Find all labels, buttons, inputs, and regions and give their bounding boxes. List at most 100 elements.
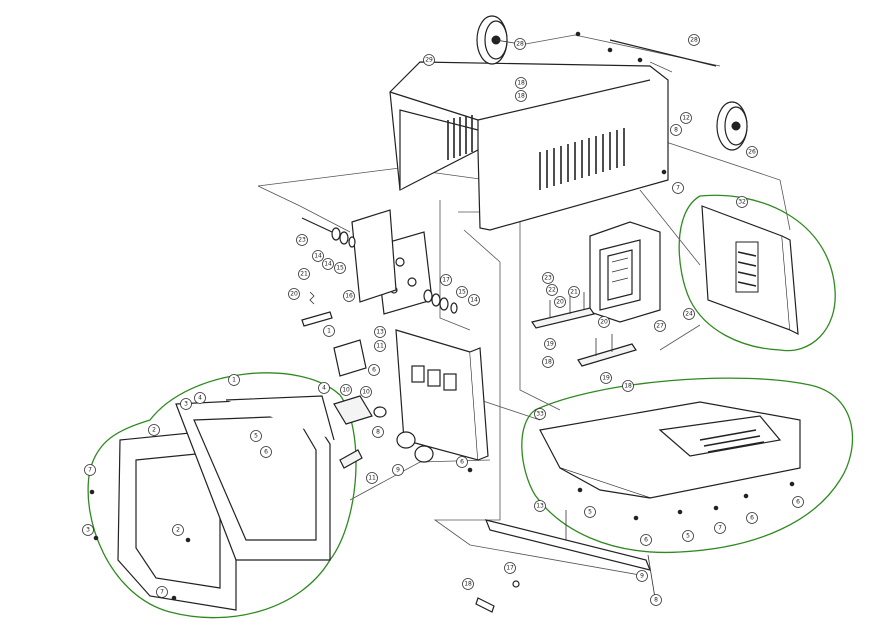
svg-text:18: 18	[464, 581, 472, 588]
callout-balloon: 9	[636, 570, 648, 582]
callout-balloon: 17	[440, 274, 452, 286]
svg-text:8: 8	[654, 597, 658, 604]
svg-text:28: 28	[690, 37, 698, 44]
front-frame-assembly	[117, 395, 335, 611]
callout-balloon: 18	[515, 77, 527, 89]
bracket-plate	[333, 339, 367, 377]
callout-balloon: 20	[598, 316, 610, 328]
callout-balloon: 8	[670, 124, 682, 136]
svg-text:18: 18	[624, 383, 632, 390]
svg-text:7: 7	[88, 467, 92, 474]
svg-text:10: 10	[342, 387, 350, 394]
svg-text:9: 9	[640, 573, 644, 580]
rectifier-bridge-lower	[577, 334, 637, 367]
callout-balloon: 18	[622, 380, 634, 392]
rectifier-bridge-upper	[531, 292, 595, 329]
callout-balloon: 13	[534, 500, 546, 512]
transformer	[589, 221, 661, 323]
svg-text:18: 18	[544, 359, 552, 366]
callout-balloon: 22	[546, 284, 558, 296]
small-box	[333, 395, 373, 425]
svg-text:6: 6	[796, 499, 800, 506]
callout-balloon: 9	[392, 464, 404, 476]
callout-balloon: 19	[600, 372, 612, 384]
svg-text:2: 2	[152, 427, 156, 434]
svg-text:17: 17	[506, 565, 514, 572]
svg-text:18: 18	[517, 80, 525, 87]
back-panel-grille	[735, 241, 759, 293]
svg-text:20: 20	[600, 319, 608, 326]
svg-text:23: 23	[298, 237, 306, 244]
callout-balloon: 21	[568, 286, 580, 298]
svg-text:15: 15	[458, 289, 466, 296]
svg-text:27: 27	[656, 323, 664, 330]
callout-balloon: 15	[456, 286, 468, 298]
svg-text:4: 4	[322, 385, 326, 392]
control-panel	[395, 329, 489, 461]
callout-balloon: 7	[714, 522, 726, 534]
axle-rod	[609, 39, 717, 67]
svg-text:6: 6	[460, 459, 464, 466]
callout-balloon: 15	[334, 262, 346, 274]
svg-text:12: 12	[682, 115, 690, 122]
svg-text:7: 7	[718, 525, 722, 532]
callout-balloon: 5	[682, 530, 694, 542]
callout-balloon: 29	[423, 54, 435, 66]
svg-text:28: 28	[516, 41, 524, 48]
svg-text:13: 13	[376, 329, 384, 336]
callout-balloon: 1	[228, 374, 240, 386]
callout-balloon: 6	[640, 534, 652, 546]
svg-text:11: 11	[368, 475, 376, 482]
svg-text:29: 29	[425, 57, 433, 64]
svg-text:24: 24	[685, 311, 693, 318]
svg-text:14: 14	[314, 253, 322, 260]
spring-clip	[301, 291, 333, 327]
callout-balloon: 18	[462, 578, 474, 590]
svg-text:6: 6	[264, 449, 268, 456]
callout-balloon: 14	[322, 258, 334, 270]
svg-text:5: 5	[686, 533, 690, 540]
svg-text:26: 26	[748, 149, 756, 156]
back-panel	[701, 205, 799, 336]
base-tray	[539, 401, 801, 499]
svg-text:8: 8	[674, 127, 678, 134]
callout-balloon: 10	[340, 384, 352, 396]
highlight-loop-base	[521, 377, 854, 554]
callout-balloon: 7	[84, 464, 96, 476]
callout-balloon: 6	[368, 364, 380, 376]
callout-balloon: 23	[296, 234, 308, 246]
svg-text:10: 10	[362, 389, 370, 396]
callout-balloon: 4	[318, 382, 330, 394]
svg-text:9: 9	[396, 467, 400, 474]
svg-text:7: 7	[160, 589, 164, 596]
svg-text:7: 7	[676, 185, 680, 192]
callout-balloon: 6	[260, 446, 272, 458]
wheel-right	[716, 101, 748, 151]
callout-balloon: 21	[298, 268, 310, 280]
svg-text:11: 11	[376, 343, 384, 350]
callout-balloon: 20	[288, 288, 300, 300]
callout-balloon: 4	[194, 392, 206, 404]
svg-text:19: 19	[602, 375, 610, 382]
callout-balloon: 14	[468, 294, 480, 306]
cable-plug	[339, 449, 363, 469]
svg-text:2: 2	[176, 527, 180, 534]
callout-balloon: 24	[683, 308, 695, 320]
callout-balloon: 26	[746, 146, 758, 158]
svg-text:21: 21	[570, 289, 578, 296]
callout-balloon: 33	[534, 408, 546, 420]
svg-text:33: 33	[536, 411, 544, 418]
callout-balloon: 32	[736, 196, 748, 208]
callout-balloon: 5	[250, 430, 262, 442]
callout-balloon: 18	[515, 90, 527, 102]
svg-text:16: 16	[345, 293, 353, 300]
callout-balloon: 19	[544, 338, 556, 350]
callout-balloon: 13	[374, 326, 386, 338]
svg-text:4: 4	[198, 395, 202, 402]
svg-text:14: 14	[470, 297, 478, 304]
callout-balloon: 16	[343, 290, 355, 302]
callout-balloon: 7	[156, 586, 168, 598]
svg-text:20: 20	[556, 299, 564, 306]
callout-balloon: 3	[180, 398, 192, 410]
